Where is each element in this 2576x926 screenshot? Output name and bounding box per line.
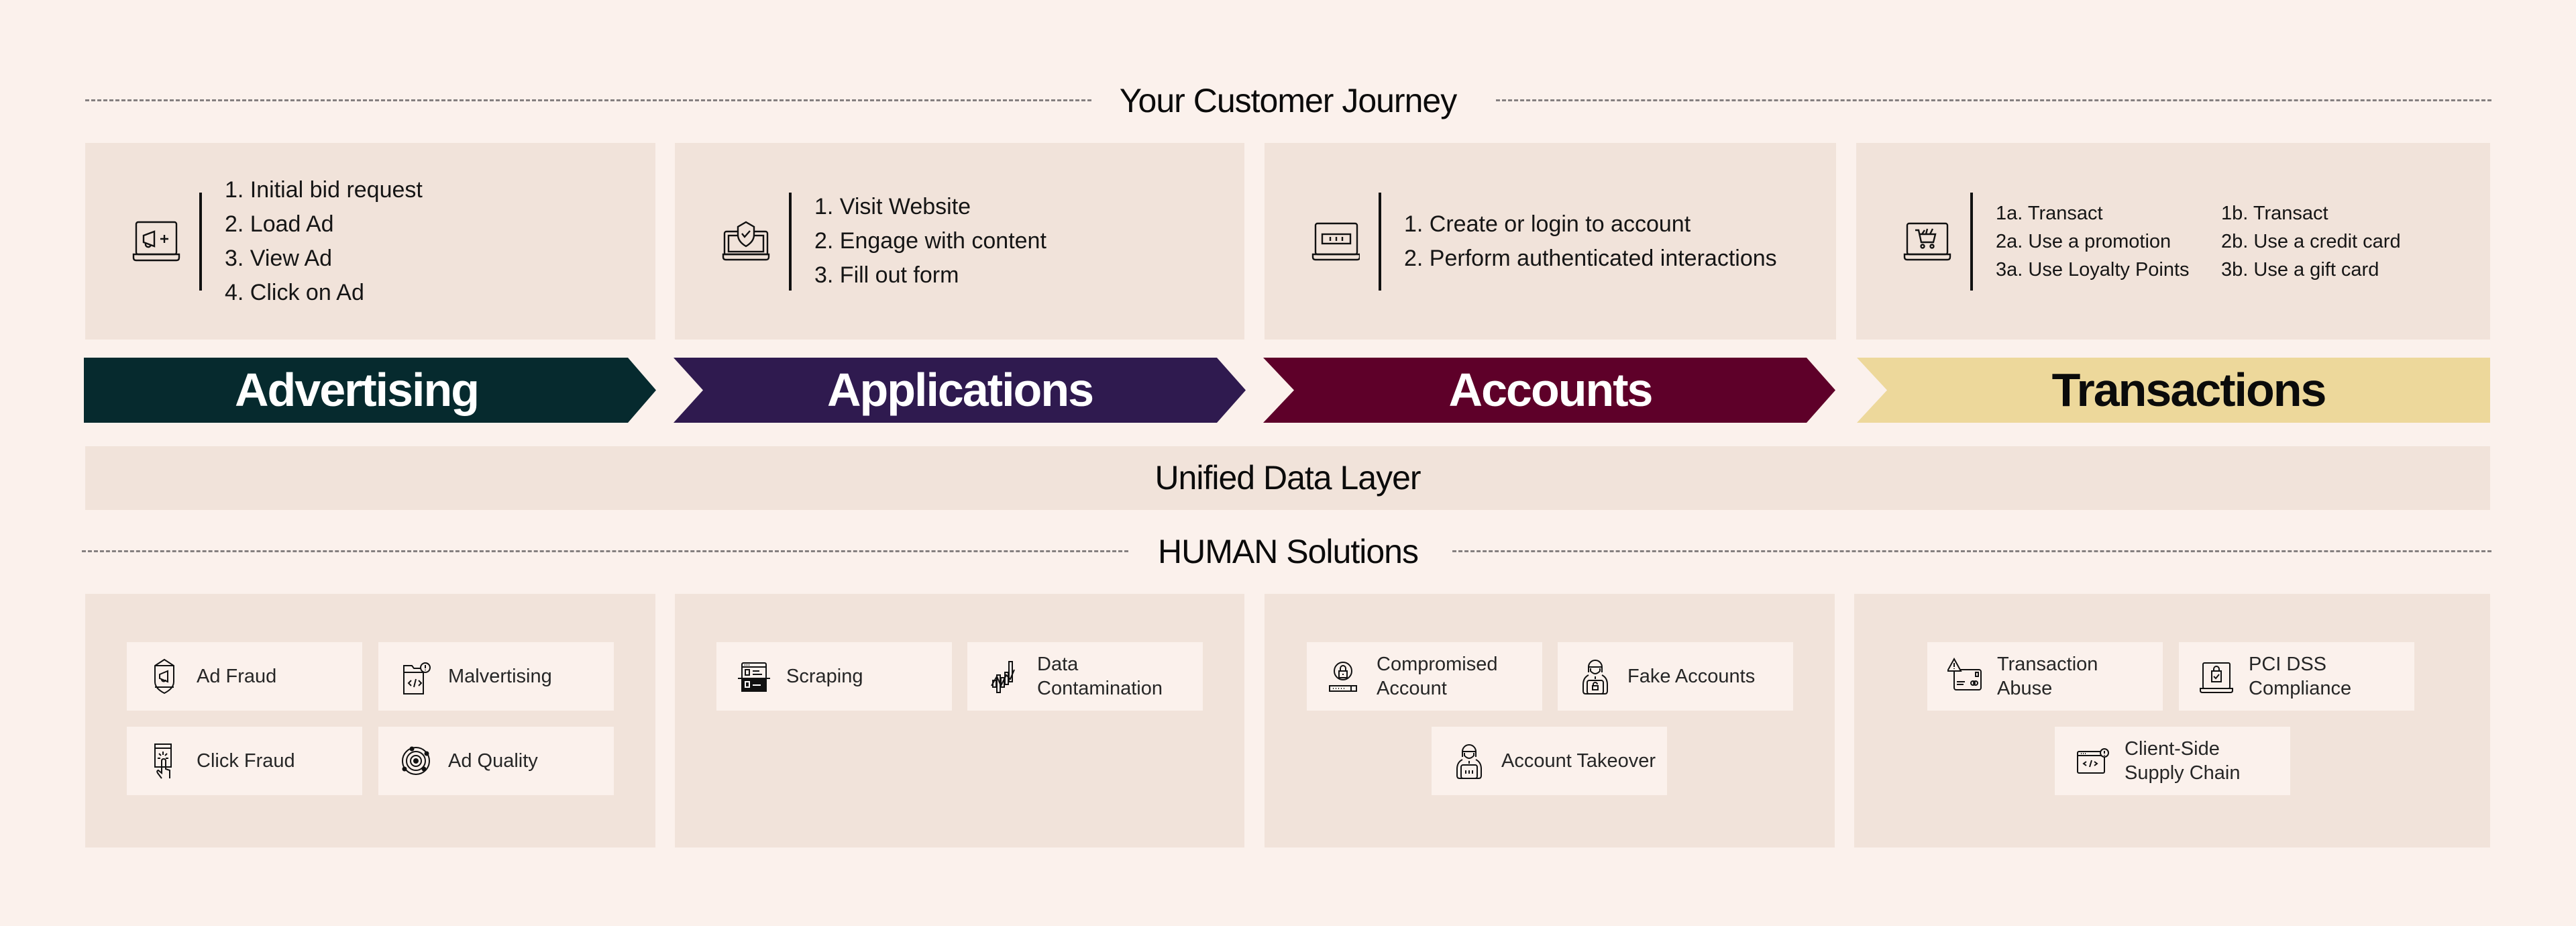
step-item: 2. Load Ad xyxy=(225,211,334,237)
step-item: 1. Create or login to account xyxy=(1404,211,1691,237)
shield-megaphone-icon xyxy=(154,658,174,694)
tile-label: Transaction Abuse xyxy=(1997,654,2098,699)
stage-arrow-applications: Applications xyxy=(674,358,1247,423)
solution-tile-pci-dss[interactable]: PCI DSS Compliance xyxy=(2179,642,2414,711)
divider-line xyxy=(789,192,792,291)
divider-line xyxy=(1970,192,1973,291)
stage-label: Advertising xyxy=(234,364,480,416)
step-column-a: 1a. Transact 2a. Use a promotion 3a. Use… xyxy=(1996,199,2221,284)
divider-line xyxy=(199,192,202,291)
journey-divider-right xyxy=(1496,99,2491,101)
journey-card-transactions: 1a. Transact 2a. Use a promotion 3a. Use… xyxy=(1856,143,2490,340)
stage-label: Accounts xyxy=(1448,364,1654,416)
tile-label: Malvertising xyxy=(448,666,552,687)
laptop-cart-icon xyxy=(1903,222,1951,260)
arrow-shape xyxy=(1857,358,2490,423)
step-item: 2b. Use a credit card xyxy=(2221,230,2401,252)
tile-label: Account Takeover xyxy=(1501,750,1656,772)
target-orbit-icon xyxy=(402,746,430,775)
solution-tile-account-takeover[interactable]: Account Takeover xyxy=(1432,727,1667,795)
folder-code-alert-icon xyxy=(403,662,431,694)
unified-data-layer: Unified Data Layer xyxy=(85,446,2490,510)
step-item: 2a. Use a promotion xyxy=(1996,230,2171,252)
stage-arrow-transactions: Transactions xyxy=(1857,358,2490,423)
solutions-divider-right xyxy=(1452,550,2491,552)
solutions-panel-applications xyxy=(675,594,1244,847)
tile-label: Compromised Account xyxy=(1377,654,1498,699)
solution-tile-transaction-abuse[interactable]: Transaction Abuse xyxy=(1927,642,2163,711)
solution-tile-fake-accounts[interactable]: Fake Accounts xyxy=(1558,642,1793,711)
step-item: 3. Fill out form xyxy=(814,262,959,288)
solution-tile-ad-fraud[interactable]: Ad Fraud xyxy=(127,642,362,711)
arrow-shape xyxy=(84,358,656,423)
tile-label: Fake Accounts xyxy=(1627,666,1756,687)
arrow-shape xyxy=(1263,358,1835,423)
journey-divider-left xyxy=(85,99,1091,101)
tile-label: Client-Side Supply Chain xyxy=(2125,738,2241,784)
solution-tile-client-side-supply-chain[interactable]: Client-Side Supply Chain xyxy=(2055,727,2290,795)
card-warning-icon xyxy=(1947,658,1982,690)
tile-label: Data Contamination xyxy=(1037,654,1163,699)
tile-label: PCI DSS Compliance xyxy=(2249,654,2352,699)
tile-label: Scraping xyxy=(786,666,863,687)
laptop-password-icon xyxy=(1311,222,1360,260)
journey-card-accounts: 1. Create or login to account 2. Perform… xyxy=(1265,143,1836,340)
stage-label: Transactions xyxy=(2051,364,2327,416)
laptop-megaphone-icon xyxy=(132,221,180,261)
solutions-title: HUMAN Solutions xyxy=(1142,532,1434,571)
tile-label: Click Fraud xyxy=(197,750,295,772)
step-item: 1a. Transact xyxy=(1996,202,2103,224)
chart-contamination-icon xyxy=(991,661,1015,693)
solution-tile-data-contamination[interactable]: Data Contamination xyxy=(967,642,1203,711)
journey-title: Your Customer Journey xyxy=(1103,81,1473,120)
lock-password-icon xyxy=(1329,662,1357,692)
step-item: 2. Perform authenticated interactions xyxy=(1404,245,1777,271)
tile-label: Ad Fraud xyxy=(197,666,277,687)
solutions-panel-advertising xyxy=(85,594,655,847)
solution-tile-click-fraud[interactable]: Click Fraud xyxy=(127,727,362,795)
step-column-b: 1b. Transact 2b. Use a credit card 3b. U… xyxy=(2221,199,2447,284)
step-item: 3b. Use a gift card xyxy=(2221,258,2379,280)
stage-arrow-advertising: Advertising xyxy=(84,358,657,423)
browser-scrape-icon xyxy=(738,662,770,692)
stage-label: Applications xyxy=(826,364,1094,416)
step-list: 1. Create or login to account 2. Perform… xyxy=(1404,207,1777,276)
solution-tile-scraping[interactable]: Scraping xyxy=(716,642,952,711)
step-item: 3. View Ad xyxy=(225,245,333,271)
laptop-shield-check-icon xyxy=(722,221,770,260)
tile-label: Ad Quality xyxy=(448,750,538,772)
solutions-panel-accounts xyxy=(1265,594,1835,847)
journey-card-applications: 1. Visit Website 2. Engage with content … xyxy=(675,143,1244,340)
step-list: 1a. Transact 2a. Use a promotion 3a. Use… xyxy=(1996,199,2447,284)
step-list: 1. Visit Website 2. Engage with content … xyxy=(814,190,1046,293)
solution-tile-malvertising[interactable]: Malvertising xyxy=(378,642,614,711)
solution-tile-compromised-account[interactable]: Compromised Account xyxy=(1307,642,1542,711)
divider-line xyxy=(1379,192,1381,291)
stage-arrow-accounts: Accounts xyxy=(1263,358,1837,423)
step-item: 4. Click on Ad xyxy=(225,279,364,305)
solution-tile-ad-quality[interactable]: Ad Quality xyxy=(378,727,614,795)
hooded-hacker-laptop-icon xyxy=(1456,744,1482,779)
click-hand-icon xyxy=(154,743,172,779)
step-item: 1. Initial bid request xyxy=(225,176,423,203)
solutions-divider-left xyxy=(82,550,1128,552)
step-item: 1. Visit Website xyxy=(814,194,971,219)
laptop-bag-check-icon xyxy=(2200,662,2233,693)
hooded-hacker-lock-icon xyxy=(1582,660,1608,694)
arrow-shape xyxy=(674,358,1246,423)
step-item: 1b. Transact xyxy=(2221,202,2328,224)
solutions-panel-transactions xyxy=(1854,594,2490,847)
browser-code-alert-icon xyxy=(2077,748,2109,774)
step-item: 2. Engage with content xyxy=(814,228,1046,254)
step-list: 1. Initial bid request 2. Load Ad 3. Vie… xyxy=(225,173,423,310)
step-item: 3a. Use Loyalty Points xyxy=(1996,258,2190,280)
journey-card-advertising: 1. Initial bid request 2. Load Ad 3. Vie… xyxy=(85,143,655,340)
